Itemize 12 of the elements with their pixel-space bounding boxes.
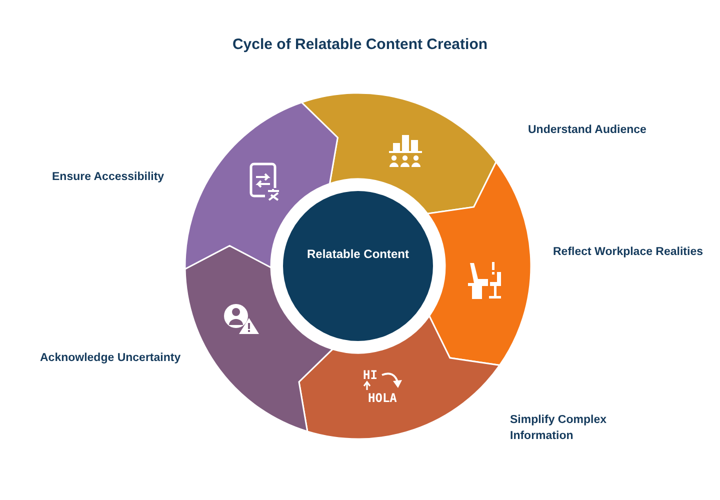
greeting-label: HOLA [368, 391, 397, 405]
step-label: Ensure Accessibility [52, 170, 164, 185]
center-label: Relatable Content [306, 247, 409, 261]
step-label: Simplify Complex Information [510, 413, 608, 444]
step-label: Understand Audience [528, 123, 646, 138]
step-label: Reflect Workplace Realities [553, 245, 703, 260]
cycle-segment [300, 92, 497, 214]
title: Cycle of Relatable Content Creation [231, 36, 489, 53]
step-label: Acknowledge Uncertainty [40, 351, 181, 366]
cycle-segment [426, 161, 532, 366]
greeting-label: HI [363, 368, 378, 382]
cycle-segment [298, 315, 500, 440]
